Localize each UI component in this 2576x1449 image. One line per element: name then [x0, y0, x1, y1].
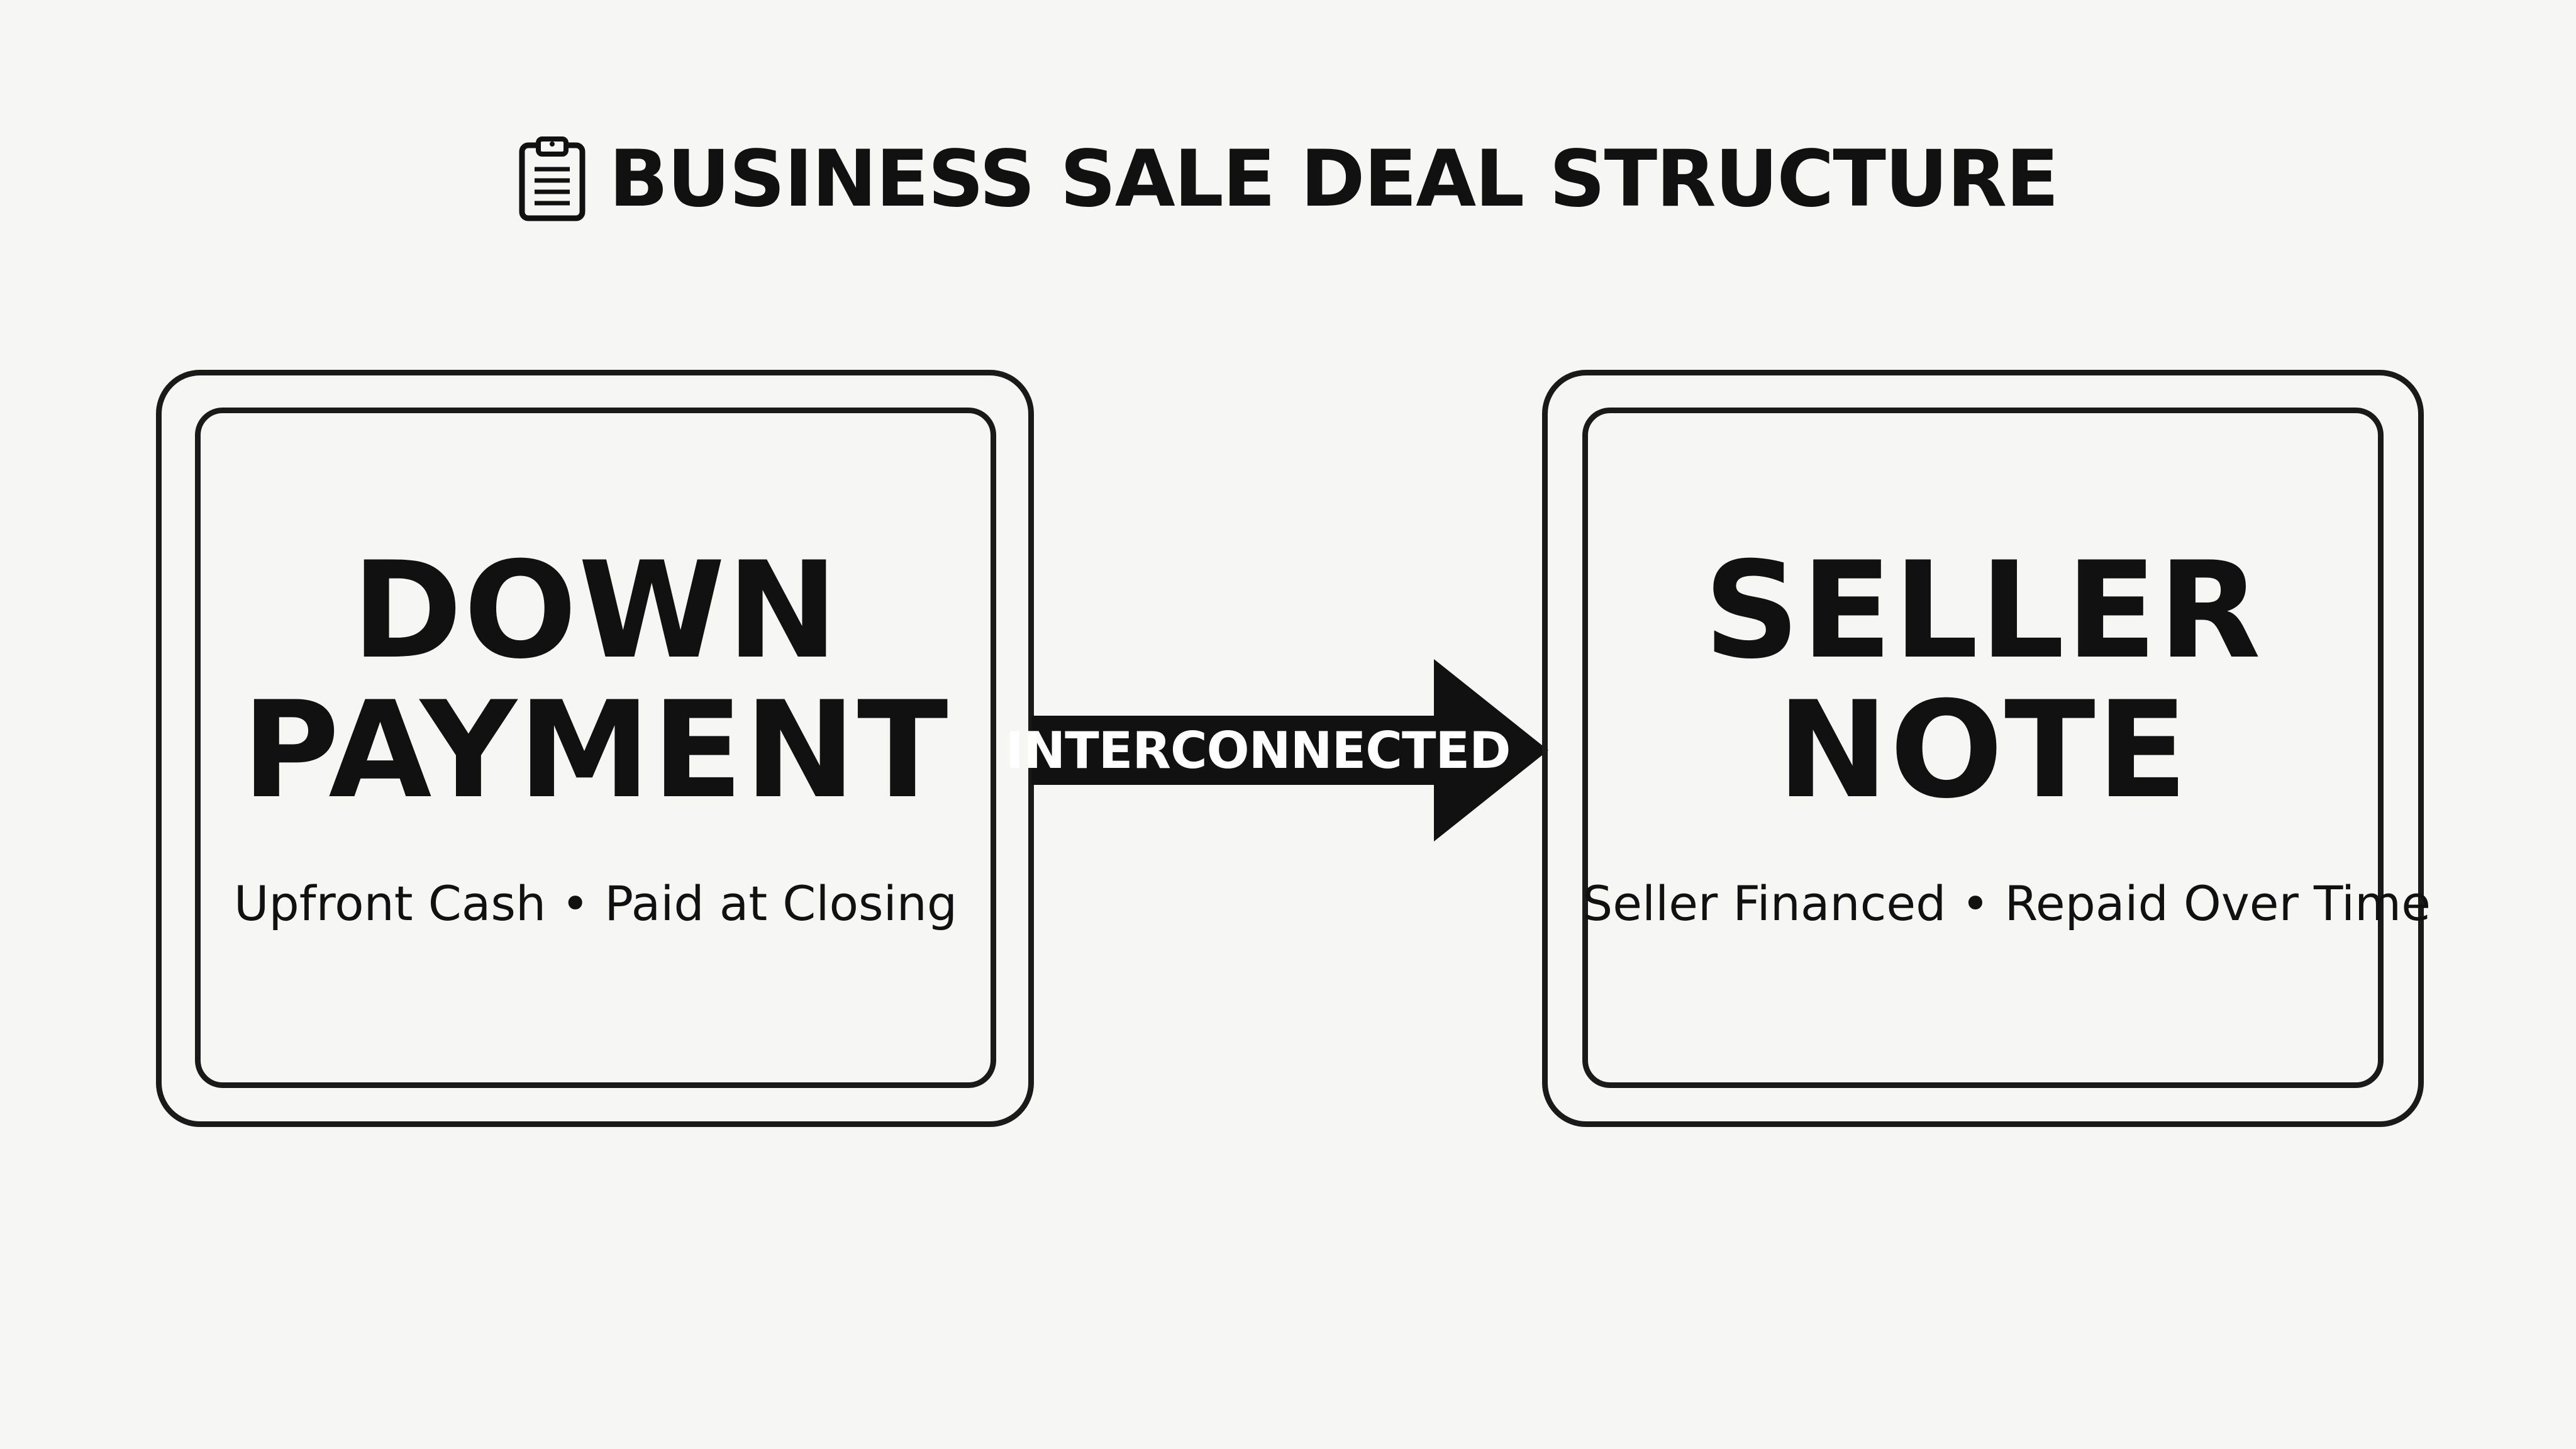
seller-note-subtitle: Seller Financed • Repaid Over Time	[1582, 875, 2431, 931]
down-payment-box-inner	[195, 408, 996, 1088]
seller-note-box-inner	[1582, 408, 2384, 1088]
connector-label: INTERCONNECTED	[1005, 721, 1511, 780]
down-payment-heading-line1: DOWN	[352, 533, 840, 688]
down-payment-heading-line2: PAYMENT	[242, 672, 950, 828]
seller-note-box-outer	[1542, 370, 2424, 1127]
diagram-title: BUSINESS SALE DEAL STRUCTURE	[0, 126, 2576, 233]
seller-note-heading: SELLER NOTE	[1582, 541, 2384, 820]
title-text: BUSINESS SALE DEAL STRUCTURE	[609, 134, 2059, 225]
down-payment-subtitle: Upfront Cash • Paid at Closing	[233, 875, 958, 931]
seller-note-heading-line1: SELLER	[1704, 533, 2262, 688]
seller-note-heading-line2: NOTE	[1777, 672, 2189, 828]
clipboard-icon	[519, 136, 586, 221]
down-payment-heading: DOWN PAYMENT	[195, 541, 996, 820]
down-payment-box-outer	[156, 370, 1034, 1127]
arrow-right-icon	[1031, 659, 1548, 841]
